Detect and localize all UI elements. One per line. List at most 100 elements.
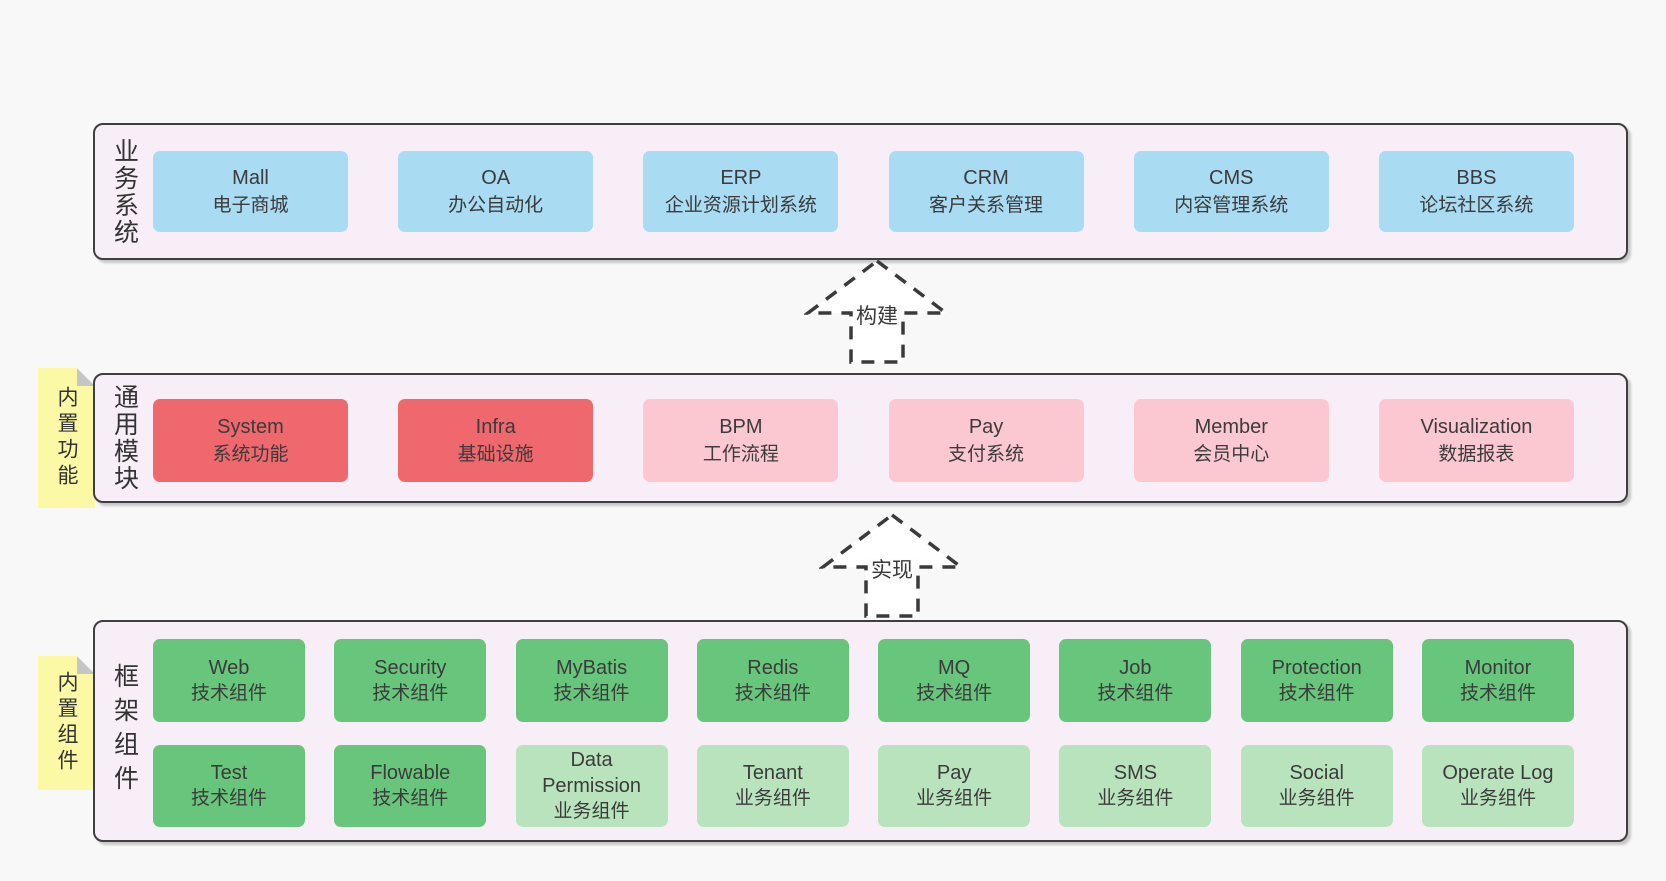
node-name: ERP	[720, 166, 762, 189]
sticky-note-built-in-components: 内置组件	[38, 656, 95, 790]
node-crm: CRM 客户关系管理	[888, 151, 1084, 232]
node-desc: 办公自动化	[448, 194, 544, 216]
section-title: 框架组件	[110, 663, 139, 799]
node-desc: 技术组件	[553, 682, 630, 704]
node-pay-system: Pay 支付系统	[888, 399, 1084, 482]
arrow-label: 构建	[853, 305, 901, 329]
framework-node-row-2: Test 技术组件 Flowable 技术组件 Data Permission …	[153, 745, 1574, 827]
node-system: System 系统功能	[153, 399, 348, 482]
common-node-row: System 系统功能 Infra 基础设施 BPM 工作流程 Pay 支付系统…	[153, 399, 1574, 482]
build-arrow: 构建	[804, 258, 950, 366]
node-erp: ERP 企业资源计划系统	[643, 151, 839, 232]
node-desc: 业务组件	[1278, 788, 1355, 809]
node-mall: Mall 电子商城	[153, 151, 348, 232]
node-desc: 基础设施	[457, 443, 534, 465]
implement-arrow: 实现	[819, 512, 965, 620]
node-name: System	[217, 415, 284, 438]
node-cms: CMS 内容管理系统	[1133, 151, 1329, 232]
node-name: Operate Log	[1442, 762, 1554, 784]
node-desc: 工作流程	[702, 443, 779, 465]
arrow-label: 实现	[868, 559, 916, 583]
node-desc: 客户关系管理	[929, 194, 1044, 216]
node-desc: 技术组件	[734, 682, 811, 704]
node-name: Social	[1289, 762, 1344, 784]
node-desc: 技术组件	[190, 788, 267, 809]
node-name: Tenant	[742, 762, 803, 784]
node-name: Pay	[968, 415, 1004, 438]
node-member: Member 会员中心	[1133, 399, 1329, 482]
sticky-note-label: 内置功能	[55, 386, 78, 490]
node-desc: 技术组件	[1278, 682, 1355, 704]
node-desc: 数据报表	[1438, 443, 1515, 465]
sticky-note-built-in-features: 内置功能	[38, 368, 95, 508]
node-desc: 电子商城	[212, 194, 289, 216]
node-security: Security 技术组件	[334, 639, 487, 722]
node-desc: 技术组件	[372, 788, 449, 809]
node-desc: 支付系统	[948, 443, 1025, 465]
node-name: Redis	[747, 656, 799, 679]
node-desc: 论坛社区系统	[1419, 194, 1534, 216]
node-name: Job	[1119, 656, 1152, 679]
node-flowable: Flowable 技术组件	[334, 745, 487, 827]
node-desc: 系统功能	[212, 443, 289, 465]
node-name: Mall	[232, 166, 269, 189]
node-name: Flowable	[370, 762, 451, 784]
node-name: CMS	[1209, 166, 1254, 189]
node-name: BPM	[719, 415, 763, 438]
node-name: Protection	[1271, 656, 1362, 679]
node-sms: SMS 业务组件	[1059, 745, 1212, 827]
node-visualization: Visualization 数据报表	[1378, 399, 1574, 482]
node-web: Web 技术组件	[153, 639, 305, 722]
node-job: Job 技术组件	[1059, 639, 1212, 722]
node-pay-component: Pay 业务组件	[878, 745, 1031, 827]
node-desc: 技术组件	[1459, 682, 1536, 704]
node-desc: 技术组件	[372, 682, 449, 704]
node-name: MyBatis	[556, 656, 628, 679]
node-data-permission: Data Permission 业务组件	[515, 745, 668, 827]
node-infra: Infra 基础设施	[398, 399, 594, 482]
node-name: Infra	[475, 415, 516, 438]
node-name: Monitor	[1464, 656, 1532, 679]
node-name: CRM	[963, 166, 1009, 189]
node-oa: OA 办公自动化	[398, 151, 594, 232]
node-desc: 企业资源计划系统	[664, 194, 817, 216]
node-redis: Redis 技术组件	[696, 639, 849, 722]
node-desc: 技术组件	[190, 682, 267, 704]
node-desc: 技术组件	[1097, 682, 1174, 704]
node-desc: 业务组件	[916, 788, 993, 809]
node-bbs: BBS 论坛社区系统	[1378, 151, 1574, 232]
node-desc: 技术组件	[916, 682, 993, 704]
node-monitor: Monitor 技术组件	[1421, 639, 1574, 722]
section-business-systems: 业务系统 Mall 电子商城 OA 办公自动化 ERP 企业资源计划系统 CRM…	[93, 123, 1628, 260]
sticky-note-label: 内置组件	[55, 671, 78, 775]
node-mybatis: MyBatis 技术组件	[515, 639, 668, 722]
node-protection: Protection 技术组件	[1240, 639, 1393, 722]
node-name: SMS	[1113, 762, 1158, 784]
node-desc: 业务组件	[1097, 788, 1174, 809]
node-mq: MQ 技术组件	[878, 639, 1031, 722]
section-framework-components: 框架组件 Web 技术组件 Security 技术组件 MyBatis 技术组件…	[93, 620, 1628, 842]
node-social: Social 业务组件	[1240, 745, 1393, 827]
node-desc: 内容管理系统	[1174, 194, 1289, 216]
node-name: Pay	[936, 762, 972, 784]
node-desc: 业务组件	[734, 788, 811, 809]
node-test: Test 技术组件	[153, 745, 305, 827]
node-name: Data Permission	[542, 749, 642, 797]
framework-node-row-1: Web 技术组件 Security 技术组件 MyBatis 技术组件 Redi…	[153, 639, 1574, 722]
node-name: BBS	[1456, 166, 1497, 189]
node-name: Test	[210, 762, 248, 784]
node-name: Member	[1194, 415, 1268, 438]
node-tenant: Tenant 业务组件	[696, 745, 849, 827]
node-desc: 业务组件	[553, 801, 630, 822]
section-title: 通用模块	[110, 384, 139, 492]
node-desc: 业务组件	[1459, 788, 1536, 809]
node-name: MQ	[938, 656, 971, 679]
node-name: Security	[374, 656, 447, 679]
section-common-modules: 通用模块 System 系统功能 Infra 基础设施 BPM 工作流程 Pay…	[93, 373, 1628, 503]
section-title: 业务系统	[110, 137, 139, 246]
business-node-row: Mall 电子商城 OA 办公自动化 ERP 企业资源计划系统 CRM 客户关系…	[153, 151, 1574, 232]
node-name: OA	[481, 166, 511, 189]
node-name: Web	[208, 656, 250, 679]
node-name: Visualization	[1420, 415, 1533, 438]
